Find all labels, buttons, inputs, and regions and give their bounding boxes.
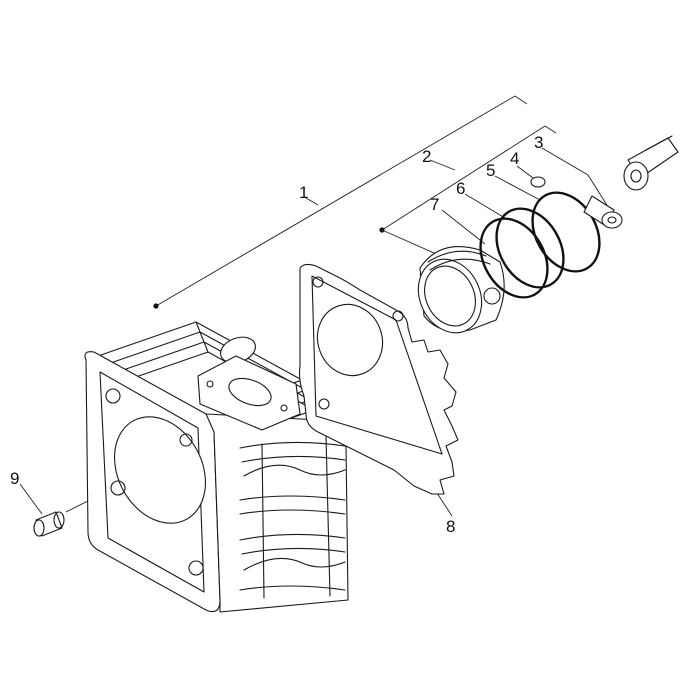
leader-7 <box>441 209 486 245</box>
leader-1 <box>305 197 319 206</box>
bracket-2 <box>381 125 557 231</box>
leader-lines <box>19 95 611 517</box>
label-part-8: 8 <box>446 517 455 536</box>
label-part-3: 3 <box>534 133 543 152</box>
piston <box>417 246 505 334</box>
label-part-9: 9 <box>10 469 19 488</box>
connecting-rod <box>623 135 679 191</box>
leader-5 <box>494 175 541 201</box>
bracket-1-dot <box>153 303 159 309</box>
leader-4 <box>516 165 534 179</box>
label-part-4: 4 <box>510 149 519 168</box>
intake-port <box>197 355 301 431</box>
label-part-5: 5 <box>486 161 495 180</box>
leader-2 <box>429 159 456 171</box>
bracket-1 <box>155 95 528 307</box>
piston-ring-2 <box>495 207 565 289</box>
cylinder-block <box>84 321 349 613</box>
leader-9 <box>19 483 43 515</box>
label-part-7: 7 <box>430 195 439 214</box>
label-part-1: 1 <box>299 183 308 202</box>
leader-3 <box>541 147 611 211</box>
leader-6 <box>464 193 506 219</box>
piston-pin <box>583 195 623 229</box>
cylinder-gasket <box>298 263 459 495</box>
dowel-bushing <box>33 511 65 537</box>
label-part-2: 2 <box>422 147 431 166</box>
cylinder-bore <box>113 416 207 524</box>
circlip <box>530 176 546 188</box>
piston-ring-1 <box>479 217 549 299</box>
label-part-6: 6 <box>456 179 465 198</box>
